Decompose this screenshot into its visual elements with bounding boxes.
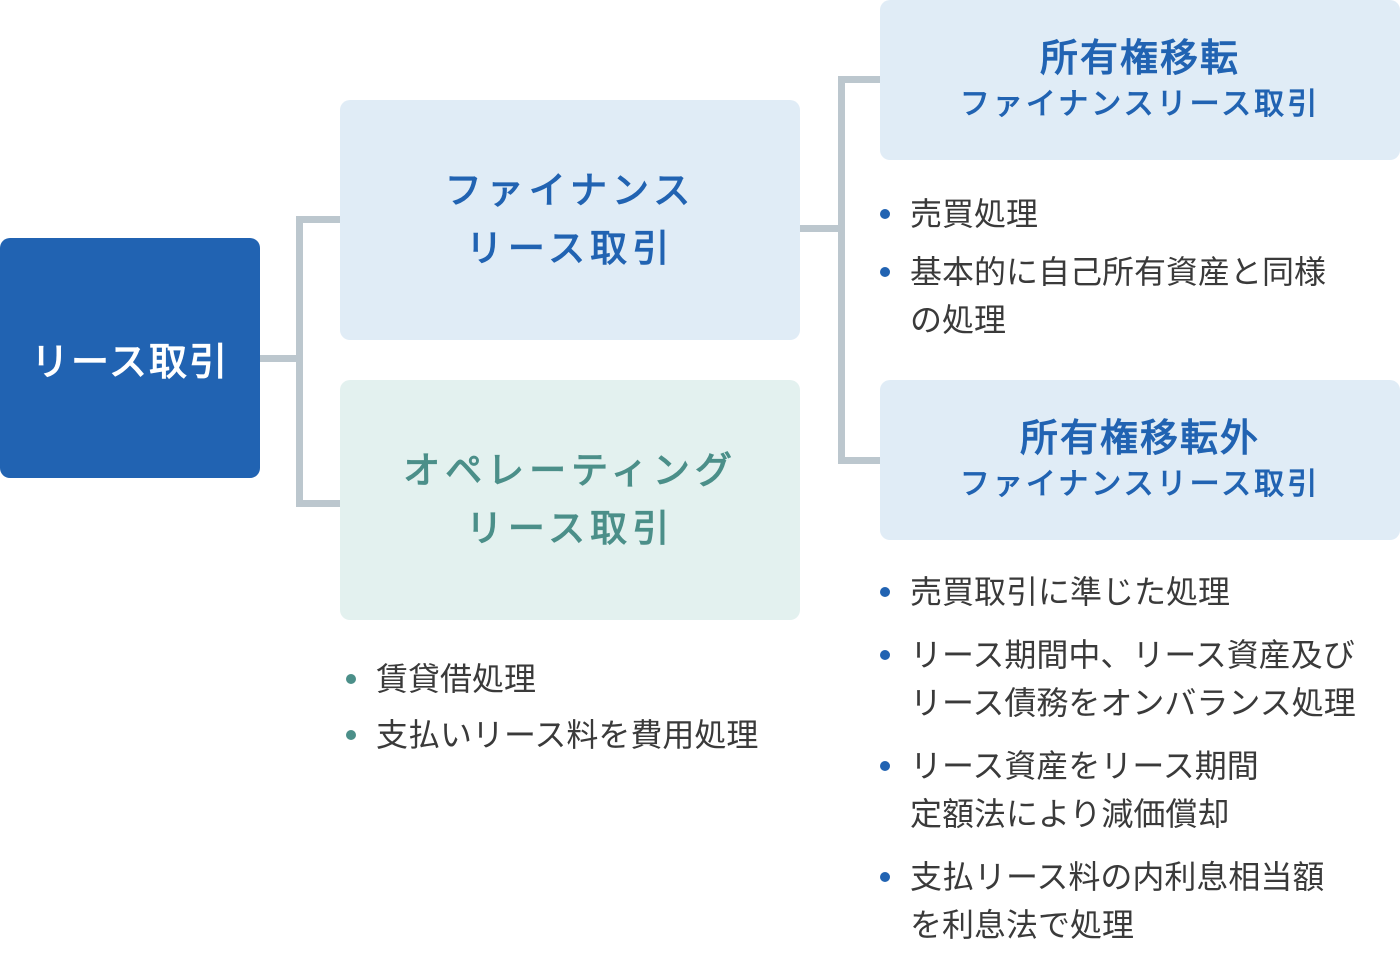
bullet-dot (880, 209, 890, 219)
root-node-lease-transaction: リース取引 (0, 238, 260, 478)
non-ownership-transfer-points: 売買取引に準じた処理 リース期間中、リース資産及び リース債務をオンバランス処理… (880, 568, 1400, 949)
list-item: 売買処理 (880, 190, 1400, 238)
list-item: 基本的に自己所有資産と同様 の処理 (880, 248, 1400, 344)
list-item: 賃貸借処理 (346, 655, 796, 703)
finance-lease-node: ファイナンス リース取引 (340, 100, 800, 340)
connector-finance-stub (800, 225, 842, 232)
list-item: リース資産をリース期間 定額法により減価償却 (880, 742, 1400, 838)
finance-lease-title-line2: リース取引 (465, 227, 675, 270)
connector-finance-vertical (838, 76, 845, 464)
bullet-dot (880, 872, 890, 882)
ownership-transfer-title: 所有権移転 (1039, 36, 1240, 80)
connector-root-stub (260, 355, 300, 362)
connector-to-transfer (838, 76, 880, 83)
connector-to-finance (296, 216, 340, 223)
list-item: 支払リース料の内利息相当額 を利息法で処理 (880, 853, 1400, 949)
list-item: 売買取引に準じた処理 (880, 568, 1400, 616)
operating-lease-title-line1: オペレーティング (403, 449, 737, 492)
bullet-dot (346, 674, 356, 684)
ownership-transfer-points: 売買処理 基本的に自己所有資産と同様 の処理 (880, 190, 1400, 344)
list-item: リース期間中、リース資産及び リース債務をオンバランス処理 (880, 631, 1400, 727)
bullet-dot (880, 267, 890, 277)
non-ownership-transfer-title: 所有権移転外 (1019, 416, 1260, 460)
connector-to-operating (296, 500, 340, 507)
non-ownership-transfer-subtitle: ファイナンスリース取引 (959, 467, 1321, 502)
operating-lease-points: 賃貸借処理 支払いリース料を費用処理 (346, 655, 796, 759)
finance-lease-title-line1: ファイナンス (444, 169, 696, 212)
connector-to-nontransfer (838, 457, 880, 464)
list-item: 支払いリース料を費用処理 (346, 711, 796, 759)
bullet-dot (880, 761, 890, 771)
connector-root-vertical (296, 216, 303, 507)
root-label: リース取引 (30, 339, 230, 384)
operating-lease-title-line2: リース取引 (465, 507, 675, 550)
bullet-dot (346, 730, 356, 740)
operating-lease-node: オペレーティング リース取引 (340, 380, 800, 620)
non-ownership-transfer-node: 所有権移転外 ファイナンスリース取引 (880, 380, 1400, 540)
bullet-dot (880, 650, 890, 660)
bullet-dot (880, 587, 890, 597)
ownership-transfer-subtitle: ファイナンスリース取引 (959, 87, 1321, 122)
ownership-transfer-node: 所有権移転 ファイナンスリース取引 (880, 0, 1400, 160)
